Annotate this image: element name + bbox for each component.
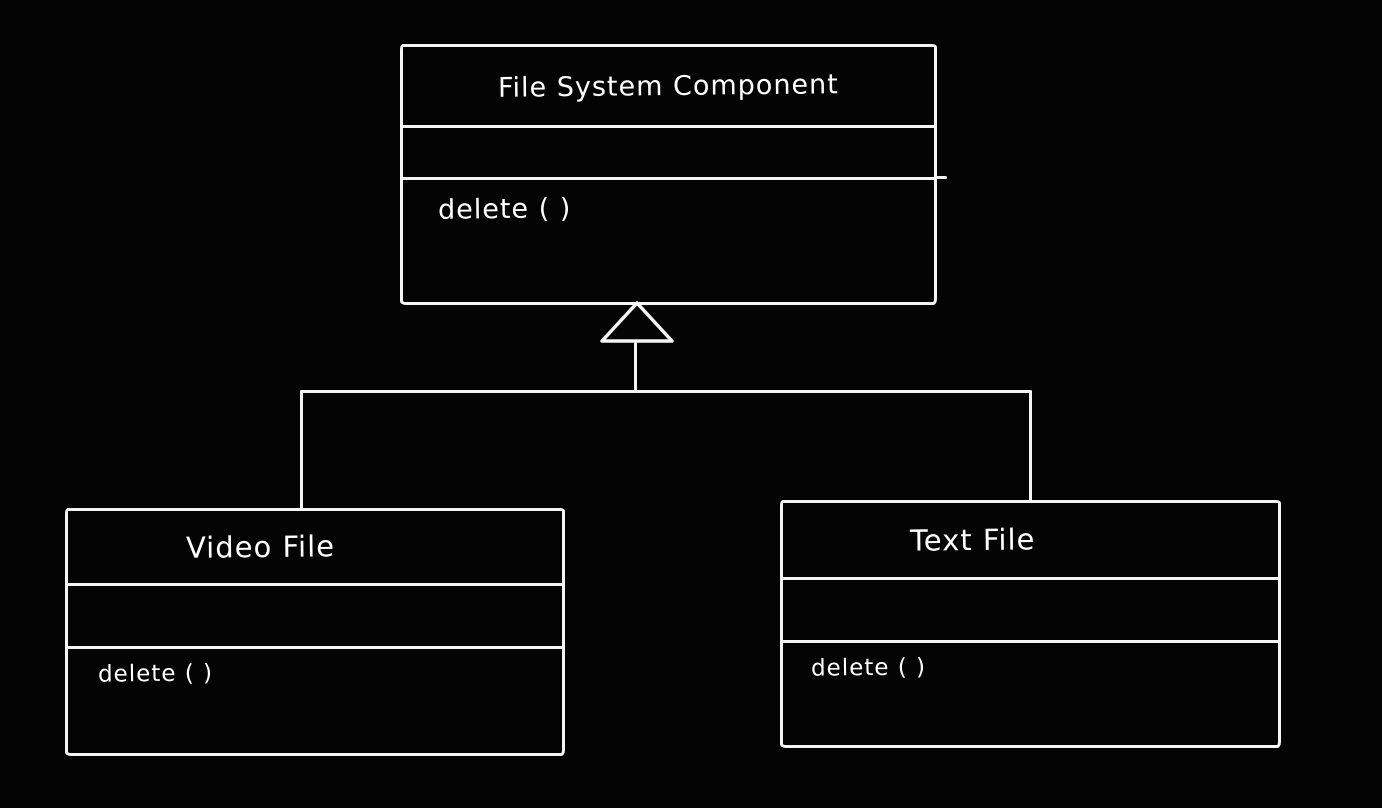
connector-left-drop-line[interactable] bbox=[300, 390, 303, 510]
class-box-video-file[interactable]: Video File delete ( ) bbox=[65, 508, 565, 756]
attributes-compartment bbox=[403, 125, 934, 177]
attributes-compartment bbox=[783, 577, 1278, 640]
methods-compartment: delete ( ) bbox=[783, 640, 1278, 745]
class-title: Video File bbox=[185, 529, 335, 565]
class-title: File System Component bbox=[497, 68, 840, 104]
divider-overshoot-stroke bbox=[934, 176, 947, 179]
class-title: Text File bbox=[909, 522, 1036, 558]
class-box-file-system-component[interactable]: File System Component delete ( ) bbox=[400, 44, 937, 305]
method-label: delete ( ) bbox=[810, 654, 927, 682]
method-label: delete ( ) bbox=[97, 660, 214, 688]
methods-compartment: delete ( ) bbox=[403, 177, 934, 302]
class-box-text-file[interactable]: Text File delete ( ) bbox=[780, 500, 1281, 748]
methods-compartment: delete ( ) bbox=[68, 646, 562, 753]
inheritance-arrowhead[interactable] bbox=[597, 300, 677, 345]
connector-stem-line[interactable] bbox=[634, 342, 637, 393]
class-title-compartment: Video File bbox=[68, 511, 562, 583]
connector-cross-line[interactable] bbox=[300, 390, 1032, 393]
attributes-compartment bbox=[68, 583, 562, 646]
connector-right-drop-line[interactable] bbox=[1029, 390, 1032, 502]
method-label: delete ( ) bbox=[437, 193, 572, 226]
class-title-compartment: Text File bbox=[783, 503, 1278, 577]
class-title-compartment: File System Component bbox=[403, 47, 934, 125]
